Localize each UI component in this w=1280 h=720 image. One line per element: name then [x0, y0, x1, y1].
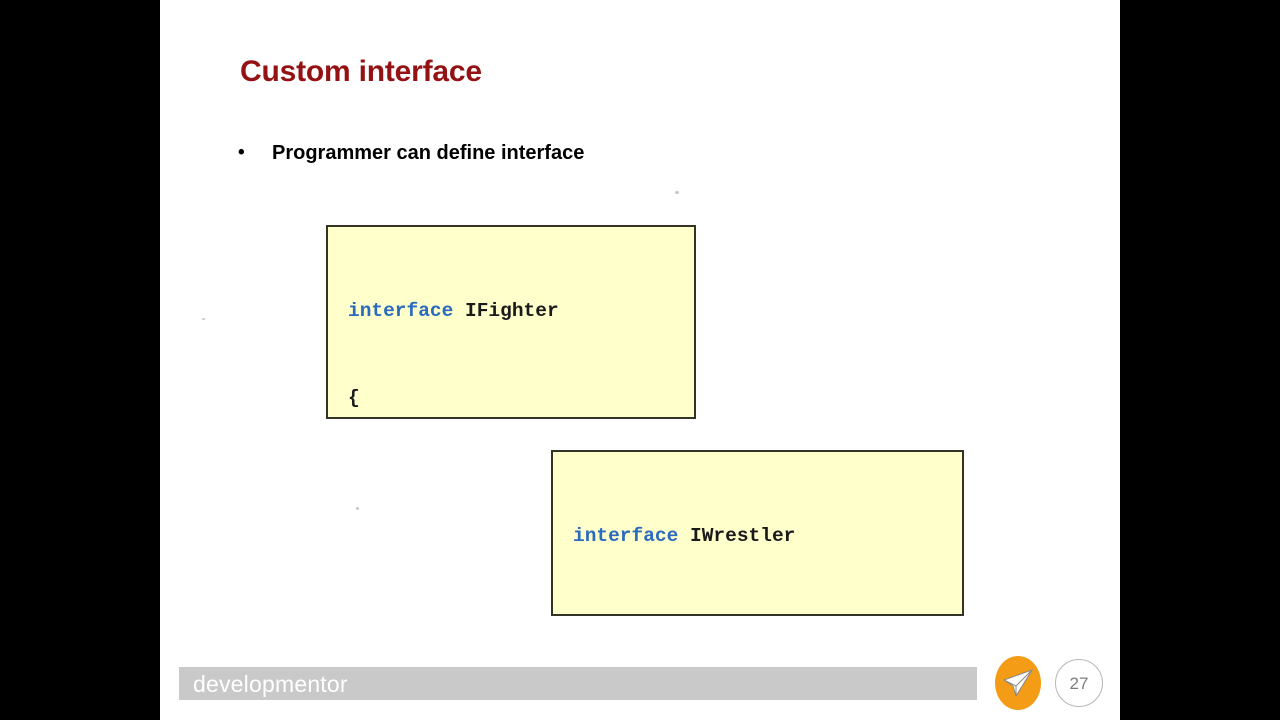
footer-bar: [179, 667, 977, 700]
code-text: IWrestler: [678, 525, 796, 547]
paper-plane-icon: [995, 656, 1041, 710]
bullet-text: Programmer can define interface: [272, 142, 585, 164]
code-line: {: [573, 609, 962, 614]
page-title: Custom interface: [240, 55, 482, 88]
code-line: {: [348, 387, 360, 409]
letterbox-right: [1120, 0, 1280, 720]
compression-speck: [675, 191, 679, 194]
bullet-marker-icon: •: [238, 142, 245, 163]
page-number-badge: 27: [1055, 659, 1103, 707]
code-line: interface IWrestler: [573, 522, 962, 551]
presentation-slide: Custom interface • Programmer can define…: [160, 0, 1120, 720]
bullet-list-item: • Programmer can define interface: [238, 139, 584, 167]
code-block-iwrestler: interface IWrestler { void Takedown(int …: [551, 450, 964, 616]
code-line: interface IFighter: [348, 297, 694, 326]
code-block-ifighter: interface IFighter { void Punch(int side…: [326, 225, 696, 419]
code-keyword: interface: [348, 300, 454, 322]
compression-speck: [356, 507, 359, 510]
compression-speck: [202, 318, 205, 320]
page-number-text: 27: [1069, 673, 1089, 693]
footer-brand-label: developmentor: [193, 671, 348, 697]
letterbox-left: [0, 0, 160, 720]
code-text: IFighter: [453, 300, 559, 322]
paper-plane-glyph: [1003, 669, 1033, 697]
code-keyword: interface: [573, 525, 679, 547]
